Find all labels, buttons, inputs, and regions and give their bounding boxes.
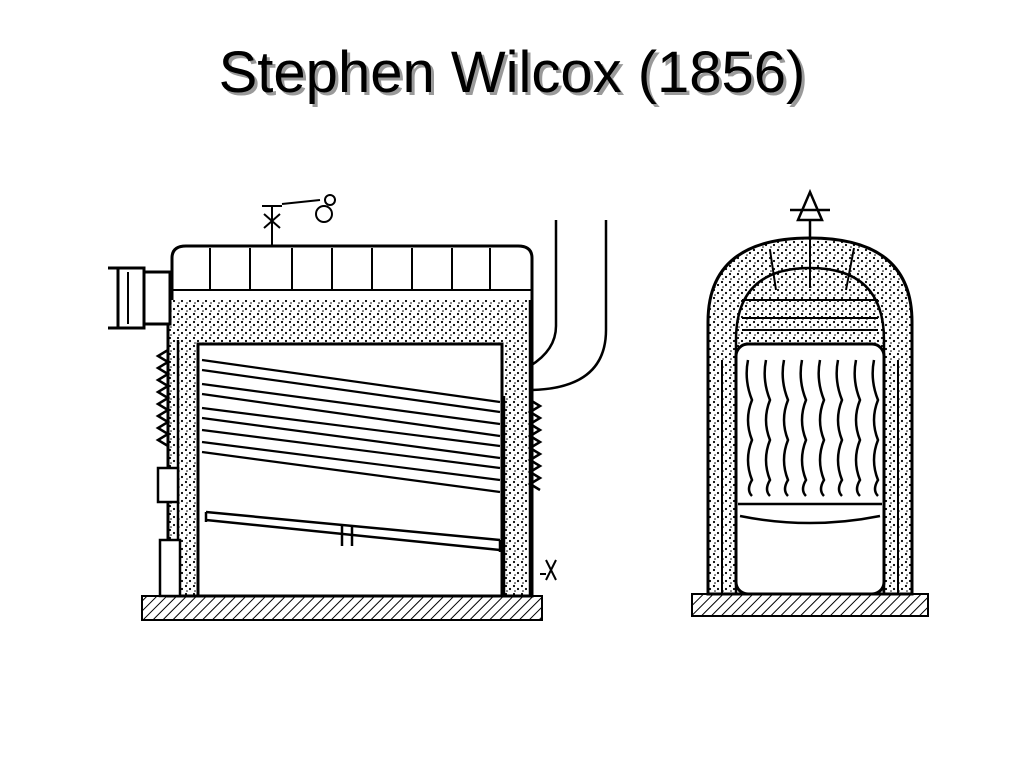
steam-drum bbox=[170, 244, 534, 300]
side-section-view bbox=[108, 194, 608, 621]
drum-band bbox=[742, 299, 878, 331]
furnace-chamber bbox=[196, 342, 504, 598]
firebox bbox=[734, 342, 886, 596]
downcomer-pipe bbox=[529, 220, 608, 392]
top-valve-icon bbox=[790, 188, 830, 240]
tube-bank bbox=[745, 359, 880, 497]
water-tubes bbox=[201, 358, 501, 494]
ground-hatch-end bbox=[691, 593, 929, 617]
side-posts bbox=[721, 360, 899, 594]
marker-x bbox=[540, 559, 557, 581]
ground-hatch bbox=[141, 595, 543, 621]
end-grate bbox=[738, 502, 882, 525]
front-door bbox=[108, 266, 172, 330]
safety-valve-icon bbox=[262, 194, 336, 246]
slide-title: Stephen Wilcox (1856) bbox=[218, 40, 806, 105]
drum-dividers bbox=[209, 248, 491, 290]
grate bbox=[204, 510, 502, 552]
dome-stays bbox=[769, 240, 855, 291]
end-section-view bbox=[691, 188, 929, 617]
rear-header bbox=[502, 300, 543, 596]
front-header bbox=[155, 340, 182, 598]
